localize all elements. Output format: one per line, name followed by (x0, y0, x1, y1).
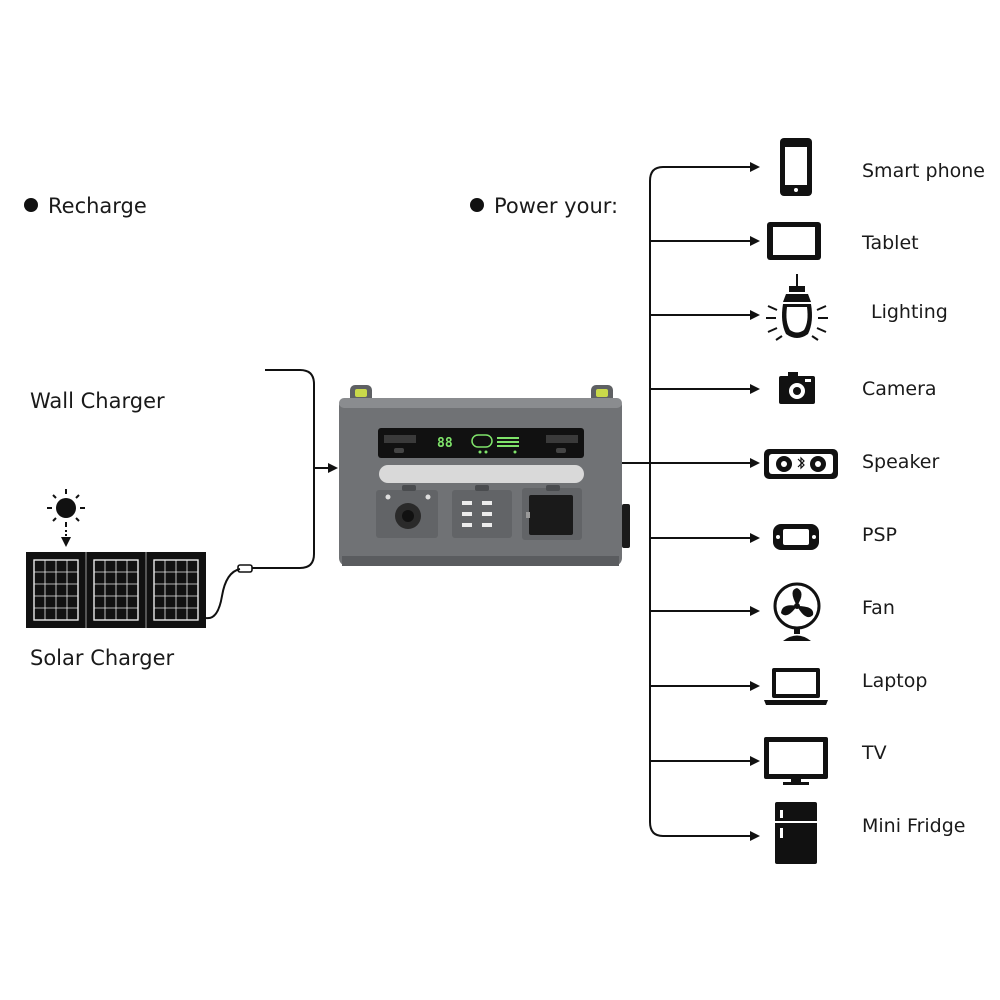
device-label-camera: Camera (862, 378, 937, 400)
device-label-tablet: Tablet (862, 232, 919, 254)
device-label-mini-fridge: Mini Fridge (862, 815, 966, 837)
sun-icon (47, 489, 85, 547)
recharge-heading: Recharge (24, 194, 147, 218)
bullet-icon (470, 198, 484, 212)
fridge-icon (775, 802, 817, 864)
speaker-icon (764, 449, 838, 479)
solar-charger-label: Solar Charger (30, 646, 175, 670)
device-label-smart-phone: Smart phone (862, 160, 985, 182)
tablet-icon (767, 222, 821, 260)
bullet-icon (24, 198, 38, 212)
device-label-lighting: Lighting (871, 301, 948, 323)
device-label-psp: PSP (862, 524, 897, 546)
svg-text:88: 88 (437, 436, 453, 451)
device-label-laptop: Laptop (862, 670, 928, 692)
camera-icon (779, 372, 815, 404)
laptop-icon (764, 668, 828, 705)
game-console-icon (773, 524, 819, 550)
output-connectors (622, 162, 760, 841)
fan-icon (773, 582, 821, 641)
device-label-speaker: Speaker (862, 451, 940, 473)
device-label-fan: Fan (862, 597, 895, 619)
light-bulb-icon (766, 274, 828, 341)
power-heading: Power your: (470, 194, 618, 218)
wall-charger-label: Wall Charger (30, 389, 165, 413)
power-station: 88 (339, 385, 630, 566)
device-label-tv: TV (862, 742, 887, 764)
smartphone-icon (780, 138, 812, 196)
tv-icon (764, 737, 828, 785)
solar-panel-icon (26, 552, 262, 628)
recharge-connectors (262, 369, 338, 569)
